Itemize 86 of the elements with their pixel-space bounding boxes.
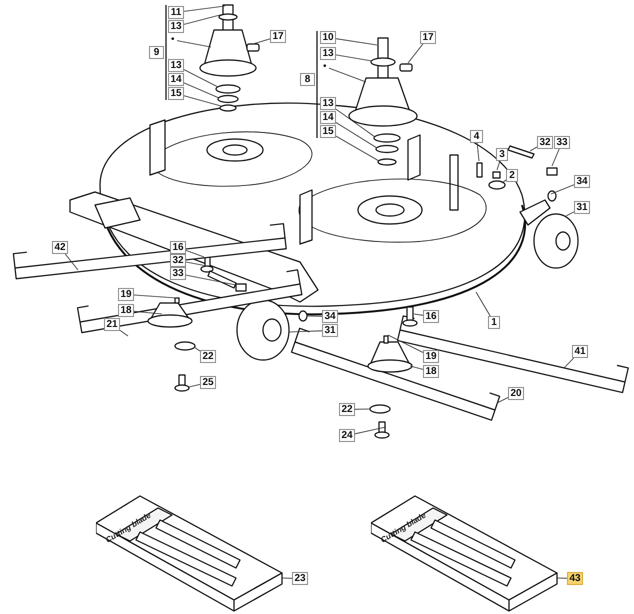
leader-line <box>176 40 212 48</box>
callout-number: 16 <box>423 310 439 323</box>
callout-number: 19 <box>423 350 439 363</box>
callout-number: 13 <box>320 47 336 60</box>
callout-number: 13 <box>168 59 184 72</box>
leader-line <box>354 426 386 434</box>
callout-number: 32 <box>537 136 553 149</box>
callout-number: 31 <box>322 324 338 337</box>
callout-number: 13 <box>320 97 336 110</box>
leader-line <box>550 184 574 194</box>
callout-number: 24 <box>339 429 355 442</box>
leader-line <box>496 397 508 404</box>
leader-line <box>408 44 424 64</box>
leader-line <box>134 310 162 314</box>
callout-number: 14 <box>320 111 336 124</box>
leader-line <box>476 142 480 162</box>
leader-line <box>306 316 322 317</box>
leader-line <box>414 314 424 316</box>
leader-line <box>410 366 424 370</box>
leader-line <box>134 294 178 298</box>
callout-number: 13 <box>168 20 184 33</box>
callout-number: 34 <box>322 310 338 323</box>
leader-line <box>388 334 424 353</box>
leader-line <box>496 160 500 170</box>
callout-number: 18 <box>118 304 134 317</box>
callout-number: 11 <box>168 6 184 19</box>
callout-number: 43 <box>567 572 583 585</box>
leader-line <box>530 146 538 152</box>
leader-line <box>552 148 560 166</box>
callout-number: 17 <box>420 31 436 44</box>
leader-line <box>336 54 372 62</box>
leader-line <box>188 384 200 388</box>
leader-line <box>336 136 380 162</box>
callout-number: 33 <box>554 136 570 149</box>
callout-number: 10 <box>320 31 336 44</box>
callout-number: 22 <box>339 403 355 416</box>
leader-line <box>186 250 204 258</box>
leader-line <box>184 14 220 25</box>
leader-line <box>328 68 366 82</box>
leader-line <box>184 82 220 98</box>
callout-number: 4 <box>470 130 483 143</box>
callout-number: 25 <box>200 376 216 389</box>
leader-line <box>186 274 236 286</box>
callout-number: 2 <box>506 169 518 182</box>
callout-number: 19 <box>118 288 134 301</box>
callout-number: 15 <box>320 125 336 138</box>
callout-number: 20 <box>508 387 524 400</box>
callout-dot: • <box>323 62 329 72</box>
leader-line <box>252 38 270 44</box>
callout-number: 3 <box>496 148 508 161</box>
callout-number: 33 <box>170 267 186 280</box>
callout-number: 23 <box>292 572 308 585</box>
leader-line <box>64 254 78 270</box>
leader-line <box>288 330 322 332</box>
callout-number: 41 <box>572 345 588 358</box>
callout-number: 14 <box>168 73 184 86</box>
leader-line <box>336 108 376 138</box>
leader-line <box>186 262 208 266</box>
callout-dot: • <box>171 35 177 45</box>
callout-number: 17 <box>270 30 286 43</box>
callout-number: 34 <box>574 175 590 188</box>
leader-line <box>564 358 574 368</box>
callout-number: 31 <box>574 201 590 214</box>
leader-line <box>184 6 226 12</box>
leader-line <box>282 578 292 579</box>
leader-line <box>194 346 200 352</box>
leader-line <box>184 95 222 106</box>
leader-line <box>120 330 128 336</box>
callout-number: 42 <box>52 241 68 254</box>
leader-line <box>502 180 506 184</box>
leader-line <box>336 122 378 148</box>
leader-line <box>354 408 370 410</box>
callout-number: 32 <box>170 254 186 267</box>
leader-line <box>566 211 574 216</box>
leader-line <box>476 292 491 316</box>
callout-number: 16 <box>170 241 186 254</box>
leader-line <box>336 38 378 46</box>
callout-number: 18 <box>423 365 439 378</box>
callout-number: 9 <box>149 46 164 59</box>
callout-number: 15 <box>168 87 184 100</box>
callout-number: 21 <box>104 318 120 331</box>
leader-line <box>184 69 218 88</box>
callout-number: 22 <box>200 350 216 363</box>
callout-number: 8 <box>300 73 315 86</box>
leader-line <box>556 578 568 579</box>
callout-number: 1 <box>488 316 500 329</box>
